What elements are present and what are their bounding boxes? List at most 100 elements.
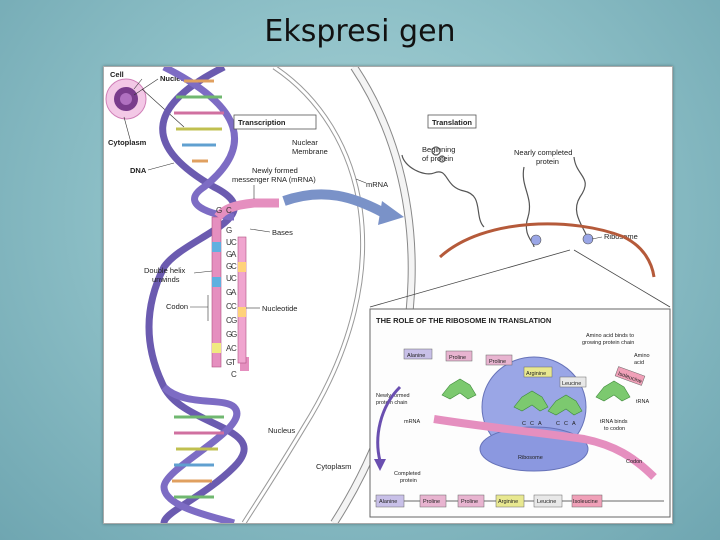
base-letter: C	[231, 238, 237, 247]
amino-acid-label-2: acid	[634, 360, 644, 366]
inset-mrna-label: mRNA	[404, 419, 421, 425]
completed-label-1: Completed	[394, 471, 421, 477]
mrna-strand	[237, 236, 247, 364]
base-letter: A	[231, 288, 237, 297]
mrna-inset-strand	[433, 415, 657, 480]
double-helix-label-1: Double helix	[144, 266, 186, 275]
nearly-completed-label-1: Nearly completed	[514, 148, 572, 157]
inset-title: THE ROLE OF THE RIBOSOME IN TRANSLATION	[376, 316, 551, 325]
trna-base: C	[522, 421, 526, 427]
new-mrna-label-1: Newly formed	[252, 166, 298, 175]
base-letter: T	[231, 358, 236, 367]
base-letter: G	[226, 262, 232, 271]
base-letter: G	[226, 358, 232, 367]
amino-label: Proline	[449, 355, 466, 361]
mrna-label: mRNA	[366, 180, 388, 189]
chain-amino: Proline	[423, 499, 440, 505]
chain-amino: Isoleucine	[573, 499, 598, 505]
template-strand	[211, 198, 279, 371]
ribosome-small	[582, 233, 594, 245]
trna-base: A	[572, 421, 576, 427]
base-letter: G	[231, 330, 237, 339]
nuclear-membrane-label-1: Nuclear	[292, 138, 318, 147]
base-letter: G	[216, 206, 222, 215]
transcription-box	[233, 114, 317, 130]
completed-protein-chain: Alanine Proline Proline Arginine Leucine…	[374, 494, 664, 508]
nearly-completed-label-2: protein	[536, 157, 559, 166]
ribosome-inset: THE ROLE OF THE RIBOSOME IN TRANSLATION …	[369, 308, 671, 518]
nucleus-lower-label: Nucleus	[268, 426, 295, 435]
translation-label: Translation	[432, 118, 472, 127]
base-letter: G	[226, 288, 232, 297]
translation-box	[427, 114, 477, 129]
trna-base: C	[530, 421, 534, 427]
trna-base: A	[538, 421, 542, 427]
nuclear-membrane-label-2: Membrane	[292, 147, 328, 156]
strand-bases-right: C A C C A C G G C T C	[231, 238, 237, 379]
newly-formed-label-2: protein chain	[376, 400, 408, 406]
base-letter: G	[231, 316, 237, 325]
trna-free	[441, 378, 477, 400]
base-letter: G	[226, 250, 232, 259]
ribosome-inset-label: Ribosome	[518, 455, 543, 461]
strand-bases-left: G U G G U G C C G A G	[226, 226, 232, 367]
trna-bound	[547, 394, 583, 416]
trna-base: C	[564, 421, 568, 427]
inset-codon-label: Codon	[626, 459, 642, 465]
nucleus-label: Nucleus	[160, 74, 189, 83]
chain-amino: Arginine	[498, 499, 518, 505]
chain-amino: Leucine	[537, 499, 556, 505]
dna-label: DNA	[130, 166, 147, 175]
amino-label: Proline	[489, 359, 506, 365]
cytoplasm-lower-label: Cytoplasm	[316, 462, 351, 471]
completed-arrow	[376, 385, 402, 462]
trna-binds-label-2: to codon	[604, 426, 625, 432]
dna-double-helix	[145, 67, 248, 523]
gene-expression-diagram: Cell Nucleus Cytoplasm DNA	[103, 66, 673, 524]
trna-incoming	[595, 380, 631, 402]
mrna-translation-strand	[438, 222, 656, 278]
amino-label: Leucine	[562, 381, 581, 387]
slide-title: Ekspresi gen	[264, 14, 456, 49]
amino-binds-label-2: growing protein chain	[582, 340, 634, 346]
cytoplasm-label: Cytoplasm	[108, 138, 147, 147]
base-letter: C	[226, 206, 232, 215]
trna-label: tRNA	[636, 399, 649, 405]
chain-amino: Alanine	[379, 499, 397, 505]
base-letter: U	[226, 274, 232, 283]
base-letter: C	[231, 370, 237, 379]
new-mrna-label-2: messenger RNA (mRNA)	[232, 175, 316, 184]
double-helix-label-2: unwinds	[152, 275, 180, 284]
beginning-protein-label-1: Beginning	[422, 145, 455, 154]
base-letter: G	[226, 226, 232, 235]
amino-label: Arginine	[526, 371, 546, 377]
trna-bound	[513, 390, 549, 412]
base-letter: C	[226, 316, 232, 325]
base-letter: C	[231, 344, 237, 353]
transcription-to-translation-arrow	[282, 189, 404, 225]
amino-binds-label-1: Amino acid binds to	[586, 333, 634, 339]
transcription-label: Transcription	[238, 118, 286, 127]
base-letter: C	[231, 262, 237, 271]
base-letter: A	[226, 344, 232, 353]
nuclear-membrane	[241, 67, 366, 523]
trna-base: C	[556, 421, 560, 427]
completed-label-2: protein	[400, 478, 417, 484]
amino-label: Alanine	[407, 353, 425, 359]
base-letter: A	[231, 250, 237, 259]
bases-label: Bases	[272, 228, 293, 237]
nucleotide-label: Nucleotide	[262, 304, 297, 313]
cell-icon	[105, 78, 147, 120]
base-letter: G	[226, 330, 232, 339]
trna-binds-label-1: tRNA binds	[600, 419, 628, 425]
cell-label: Cell	[110, 70, 124, 79]
base-letter: C	[231, 274, 237, 283]
beginning-protein-label-2: of protein	[422, 154, 453, 163]
base-letter: C	[226, 302, 232, 311]
chain-amino: Proline	[461, 499, 478, 505]
ribosome-small	[530, 234, 542, 246]
base-letter: U	[226, 238, 232, 247]
amino-acid-label-1: Amino	[634, 353, 650, 359]
codon-label: Codon	[166, 302, 188, 311]
base-letter: C	[231, 302, 237, 311]
